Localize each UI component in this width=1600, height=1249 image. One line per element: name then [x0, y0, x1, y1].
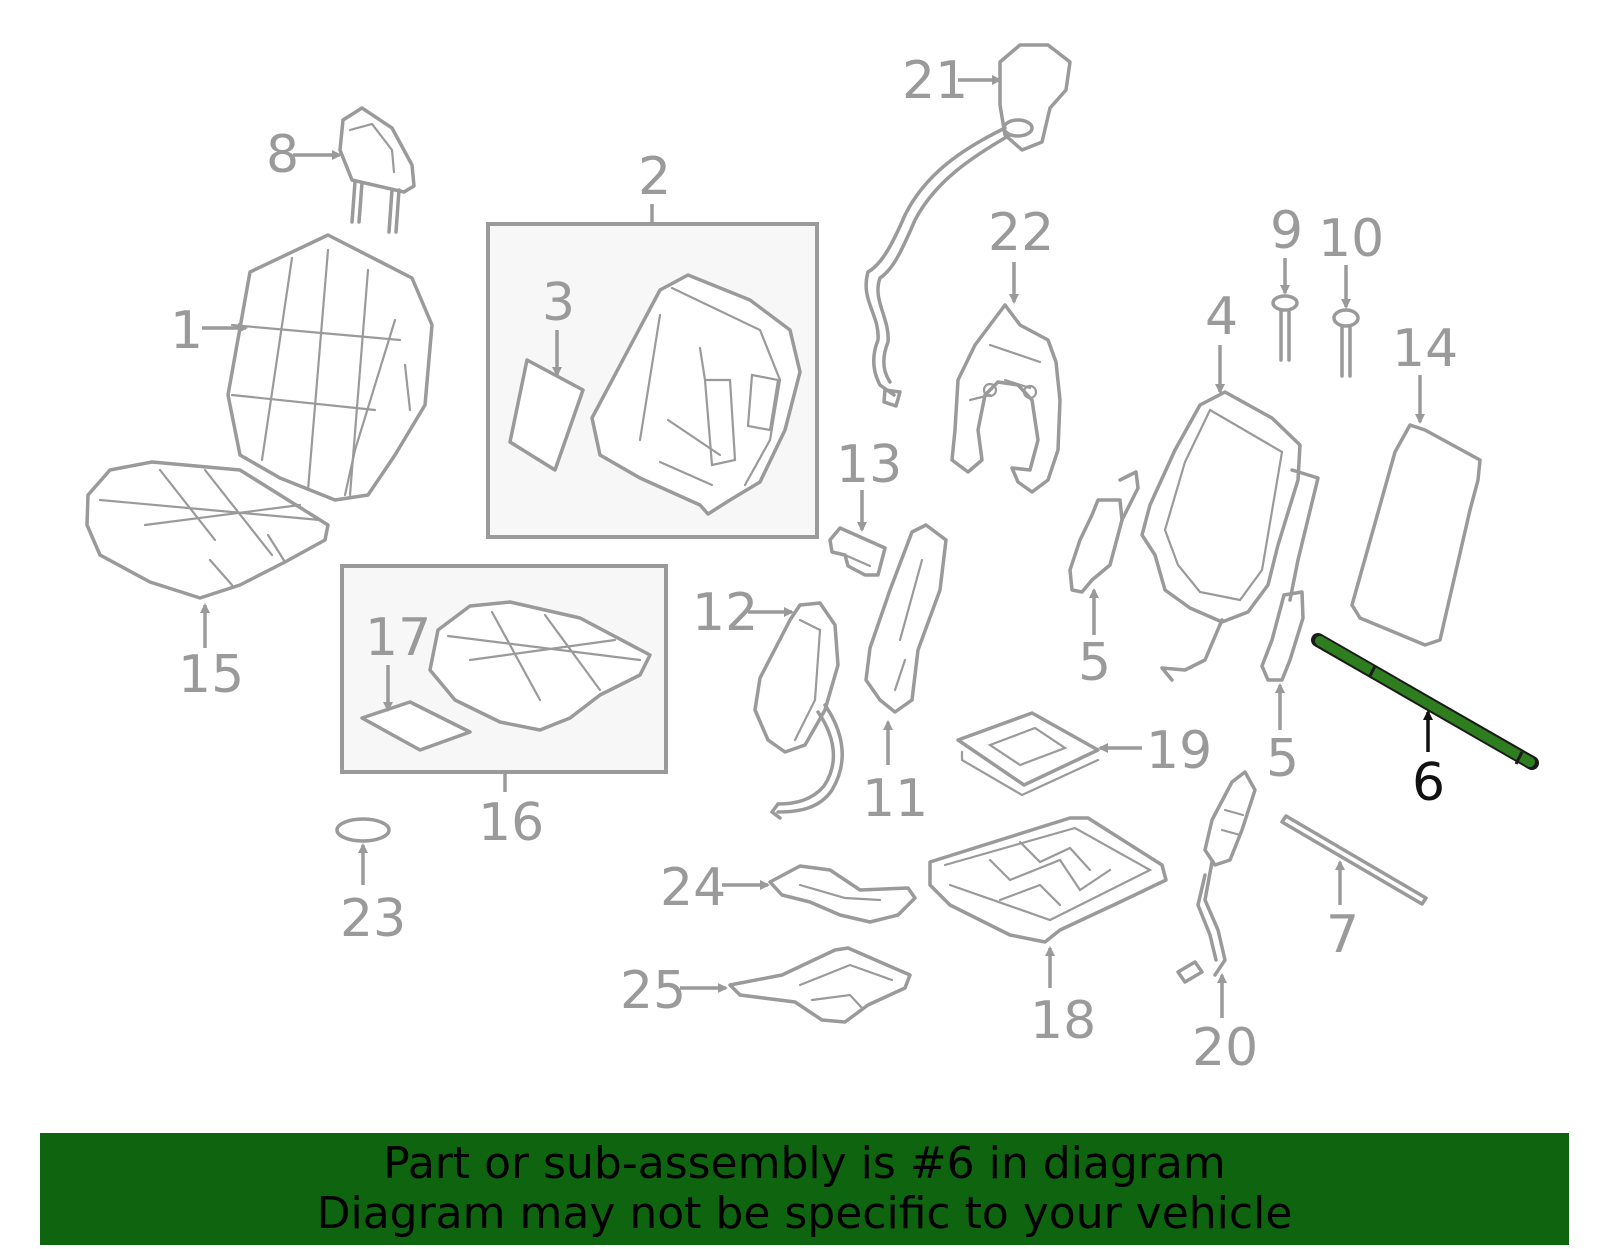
- callout-12: 12: [692, 583, 758, 643]
- part-15-seat-cushion-cover[interactable]: [85, 460, 330, 600]
- callout-25: 25: [620, 961, 686, 1021]
- part-10-bolt[interactable]: [1332, 308, 1360, 378]
- callout-10: 10: [1318, 209, 1384, 269]
- part-18-seat-pan[interactable]: [928, 816, 1168, 944]
- callout-5b: 5: [1266, 729, 1299, 789]
- part-12-recliner-cover[interactable]: [753, 601, 844, 820]
- part-6-highlighted-rod[interactable]: [1311, 633, 1539, 770]
- callout-3: 3: [542, 273, 575, 333]
- part-2-seat-back-pad[interactable]: [590, 273, 802, 516]
- part-23-plug[interactable]: [335, 817, 391, 843]
- callout-1: 1: [170, 301, 203, 361]
- part-22-bracket[interactable]: [950, 303, 1062, 494]
- info-banner: Part or sub-assembly is #6 in diagram Di…: [40, 1133, 1569, 1245]
- part-14-back-panel[interactable]: [1350, 423, 1482, 647]
- callout-22: 22: [988, 203, 1054, 263]
- part-20-sensor[interactable]: [1176, 770, 1257, 984]
- callout-20: 20: [1192, 1018, 1258, 1078]
- part-5-right-hinge-bracket[interactable]: [1260, 590, 1305, 682]
- part-19-control-module[interactable]: [956, 711, 1100, 797]
- callout-16: 16: [478, 793, 544, 853]
- callout-14: 14: [1392, 319, 1458, 379]
- callout-17: 17: [365, 608, 431, 668]
- callout-24: 24: [660, 858, 726, 918]
- part-13-clip[interactable]: [828, 526, 887, 577]
- part-9-bolt[interactable]: [1271, 294, 1299, 362]
- callout-23: 23: [340, 889, 406, 949]
- part-25-trim[interactable]: [728, 946, 912, 1024]
- callout-18: 18: [1030, 991, 1096, 1051]
- part-16-seat-cushion-pad[interactable]: [428, 600, 652, 732]
- part-11-side-trim[interactable]: [864, 523, 948, 714]
- part-17-label[interactable]: [360, 700, 472, 752]
- callout-8: 8: [266, 125, 299, 185]
- callout-6: 6: [1412, 753, 1445, 813]
- part-21-harness[interactable]: [864, 43, 1072, 408]
- part-5-left-hinge-bracket[interactable]: [1068, 470, 1140, 594]
- part-7-rod[interactable]: [1280, 814, 1428, 906]
- callout-5a: 5: [1078, 633, 1111, 693]
- callout-13: 13: [836, 435, 902, 495]
- callout-11: 11: [862, 769, 928, 829]
- callout-2: 2: [638, 147, 671, 207]
- part-1-seat-back-cover[interactable]: [226, 233, 434, 502]
- banner-line-1: Part or sub-assembly is #6 in diagram: [383, 1138, 1226, 1189]
- part-3-label[interactable]: [508, 358, 585, 472]
- callout-4: 4: [1205, 287, 1238, 347]
- callout-9: 9: [1270, 201, 1303, 261]
- callout-21: 21: [902, 51, 968, 111]
- part-24-trim[interactable]: [768, 864, 917, 924]
- callout-15: 15: [178, 645, 244, 705]
- callout-7: 7: [1326, 905, 1359, 965]
- banner-line-2: Diagram may not be specific to your vehi…: [316, 1188, 1293, 1239]
- callout-19: 19: [1146, 721, 1212, 781]
- part-8-headrest[interactable]: [338, 106, 416, 234]
- part-4-seat-back-frame[interactable]: [1140, 390, 1320, 682]
